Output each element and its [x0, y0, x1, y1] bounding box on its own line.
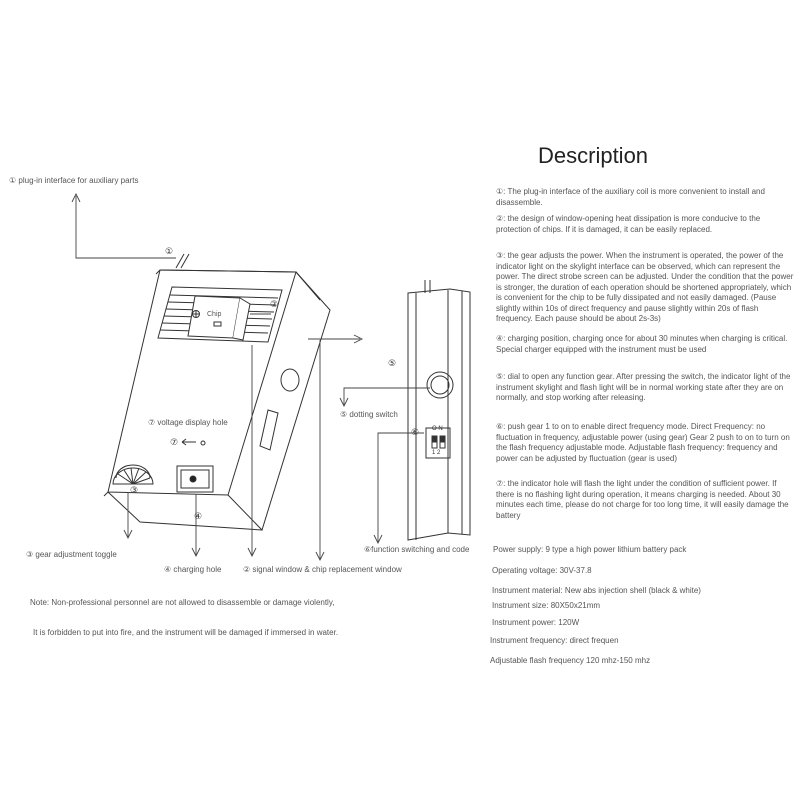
spec-frequency: Instrument frequency: direct frequen [490, 636, 619, 645]
spec-material: Instrument material: New abs injection s… [492, 586, 701, 595]
label-dotting-switch: ⑤ dotting switch [340, 410, 398, 419]
label-plug-in-interface: ① plug-in interface for auxiliary parts [9, 176, 139, 185]
callout-number-3: ③ [130, 485, 139, 495]
label-charging-hole: ④ charging hole [164, 565, 222, 574]
label-voltage-display-hole: ⑦ voltage display hole [148, 418, 228, 427]
dip-switch-number-label: 1 2 [432, 450, 441, 456]
label-signal-window: ② signal window & chip replacement windo… [243, 565, 402, 574]
side-button [280, 368, 300, 392]
label-gear-adjustment-toggle: ③ gear adjustment toggle [26, 550, 117, 559]
description-6: ⑥: push gear 1 to on to enable direct fr… [496, 422, 790, 463]
description-1: ①: The plug-in interface of the auxiliar… [496, 187, 765, 207]
callout-number-2: ② [270, 299, 279, 309]
spec-size: Instrument size: 80X50x21mm [492, 601, 601, 610]
description-7: ⑦: the indicator hole will flash the lig… [496, 479, 789, 520]
description-4: ④: charging position, charging once for … [496, 334, 788, 354]
chip [187, 295, 251, 341]
gear-wheel [112, 464, 154, 485]
callout-number-6: ⑥ [411, 427, 420, 437]
label-chip: Chip [207, 311, 222, 318]
callout-number-5: ⑤ [388, 358, 397, 368]
description-5: ⑤: dial to open any function gear. After… [496, 372, 791, 402]
dip-switch [425, 427, 451, 459]
description-2: ②: the design of window-opening heat dis… [496, 214, 761, 234]
note-fire-water: It is forbidden to put into fire, and th… [33, 628, 339, 637]
dip-switch-on-label: O N [432, 426, 443, 432]
spec-power: Instrument power: 120W [492, 618, 580, 627]
callout-number-1: ① [165, 246, 174, 256]
side-window [259, 409, 279, 451]
device-side-face [227, 271, 331, 531]
page-title: Description [538, 143, 649, 168]
voltage-indicator-dot [200, 440, 206, 446]
note-disassemble: Note: Non-professional personnel are not… [30, 598, 335, 607]
callout-number-4: ④ [194, 511, 203, 521]
callout-number-7: ⑦ [170, 437, 179, 447]
label-function-switching: ⑥function switching and code [364, 545, 470, 554]
spec-flash-frequency: Adjustable flash frequency 120 mhz-150 m… [490, 656, 651, 665]
device-side-view [407, 280, 471, 541]
charging-port [176, 465, 214, 493]
description-3: ③: the gear adjusts the power. When the … [496, 251, 794, 323]
spec-operating-voltage: Operating voltage: 30V-37.8 [492, 566, 592, 575]
side-view-button [426, 371, 454, 399]
spec-power-supply: Power supply: 9 type a high power lithiu… [493, 545, 687, 554]
plug-in-interface [175, 253, 190, 269]
